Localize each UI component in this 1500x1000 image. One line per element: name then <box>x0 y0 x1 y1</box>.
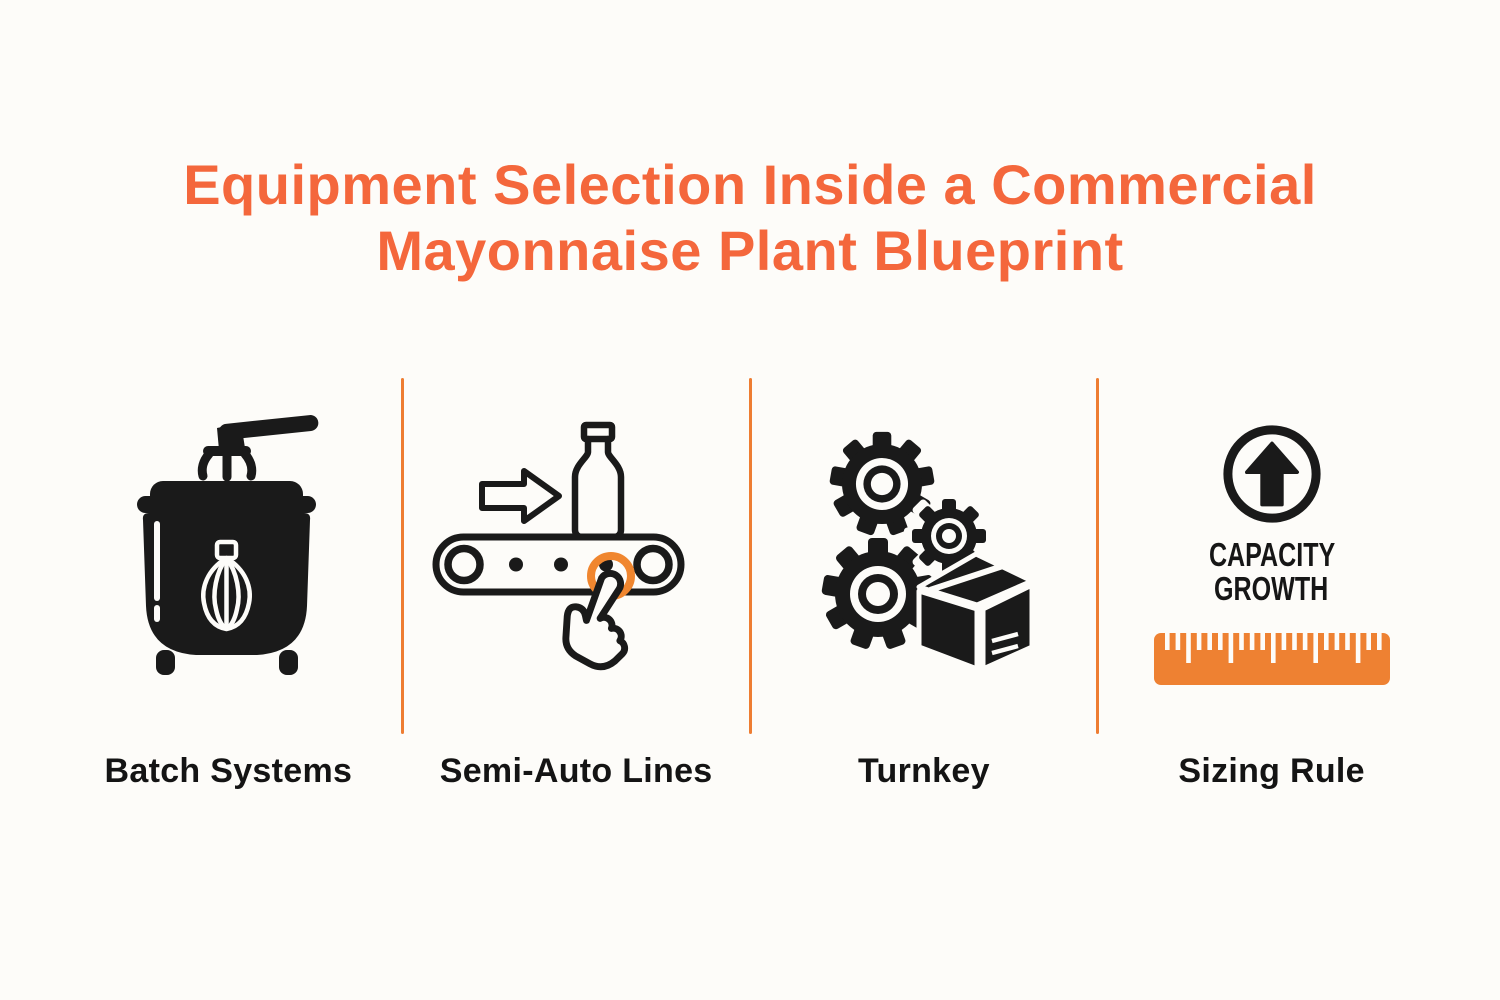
column-batch-systems: Batch Systems <box>56 378 401 791</box>
capacity-badge-line1: CAPACITY <box>1208 535 1335 573</box>
batch-mixer-kettle-svg <box>137 415 319 675</box>
capacity-growth-ruler-icon: CAPACITY GROWTH <box>1099 378 1444 730</box>
capacity-badge-line2: GROWTH <box>1214 570 1329 607</box>
bottle-icon <box>571 421 625 541</box>
ruler-icon <box>1153 633 1390 686</box>
divider <box>1096 378 1100 734</box>
mixer-handle-icon <box>217 415 319 450</box>
agitator-fork-icon <box>198 446 257 482</box>
batch-mixer-kettle-icon <box>56 378 401 730</box>
gear-icon-bottom <box>820 538 935 651</box>
conveyor-dots <box>509 557 614 572</box>
up-arrow-icon <box>1244 441 1299 507</box>
arrow-right-icon <box>479 468 563 524</box>
up-arrow-circle-icon <box>1223 425 1321 523</box>
gear-icon-small <box>903 490 995 582</box>
whisk-icon <box>201 539 253 632</box>
kettle-highlight <box>154 521 161 601</box>
kettle-foot-left <box>156 650 176 675</box>
column-label-sizing-rule: Sizing Rule <box>1178 752 1365 790</box>
kettle-rim <box>137 496 317 513</box>
conveyor-roller-right <box>633 544 673 585</box>
column-turnkey: Turnkey <box>752 378 1097 791</box>
conveyor-roller-left <box>444 544 484 585</box>
column-label-turnkey: Turnkey <box>857 752 990 790</box>
divider <box>400 378 404 734</box>
page-title-line1: Equipment Selection Inside a Commercial <box>183 153 1317 216</box>
kettle-foot-right <box>279 650 299 675</box>
column-label-batch-systems: Batch Systems <box>104 752 353 790</box>
column-sizing-rule: CAPACITY GROWTH <box>1099 378 1444 791</box>
conveyor-bottle-tap-svg <box>432 421 685 671</box>
page-title-line2: Mayonnaise Plant Blueprint <box>376 218 1124 282</box>
package-box-icon <box>916 551 1035 672</box>
kettle-highlight-small <box>154 605 161 622</box>
columns-row: Batch Systems <box>56 378 1444 791</box>
divider <box>748 378 752 734</box>
ruler-ticks <box>1164 633 1382 664</box>
conveyor-bottle-tap-icon <box>404 378 749 730</box>
hand-tap-icon <box>562 570 629 671</box>
gears-package-svg <box>820 431 1035 672</box>
gears-package-icon <box>752 378 1097 730</box>
capacity-growth-stack: CAPACITY GROWTH <box>1152 420 1392 689</box>
column-semi-auto-lines: Semi-Auto Lines <box>404 378 749 791</box>
gear-icon-top <box>828 431 935 537</box>
column-label-semi-auto-lines: Semi-Auto Lines <box>439 752 713 790</box>
page-title: Equipment Selection Inside a Commercial … <box>60 152 1440 283</box>
